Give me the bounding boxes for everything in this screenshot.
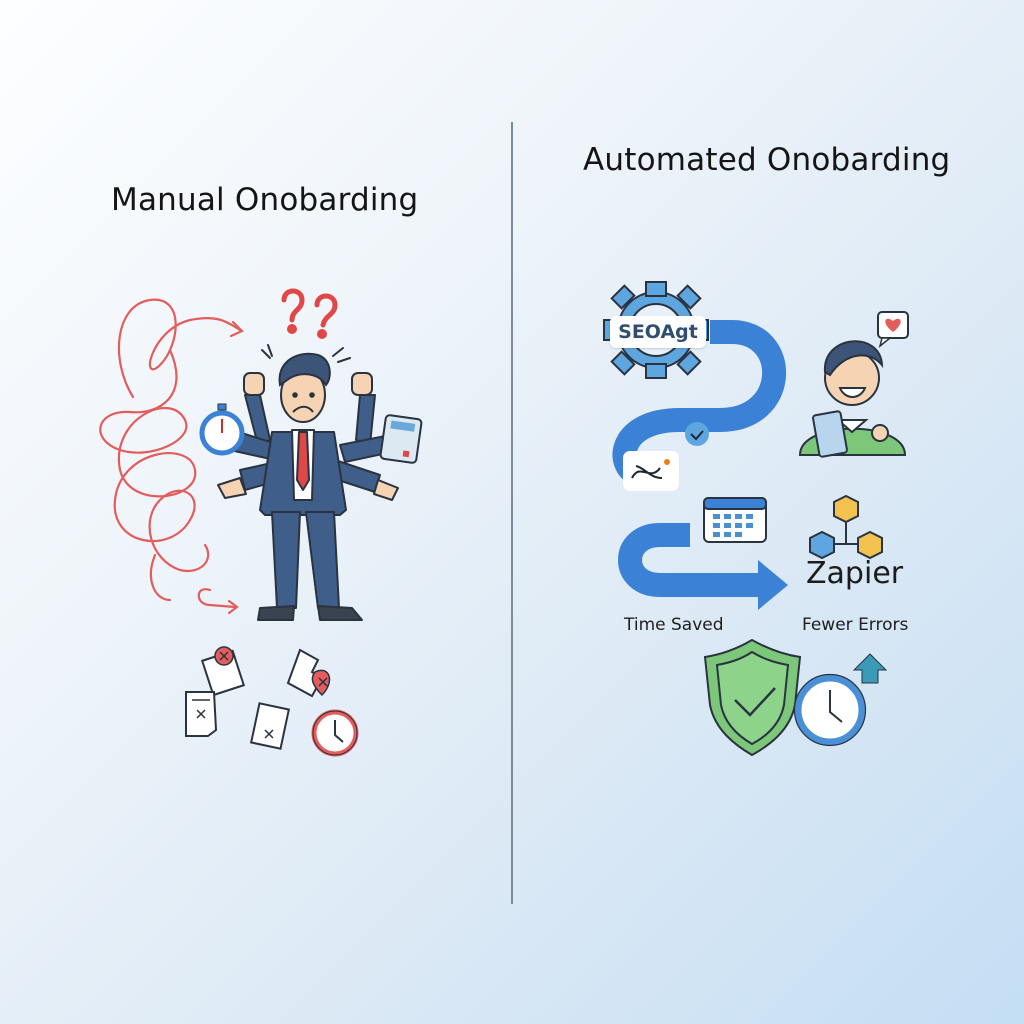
manual-onboarding-title: Manual Onobarding (111, 182, 419, 218)
up-arrow-icon (852, 653, 888, 684)
zapier-label: Zapier (806, 556, 904, 591)
rejected-document-icon (200, 646, 246, 697)
calendar-icon (703, 497, 767, 543)
connected-cubes-icon (809, 494, 883, 560)
tangled-arrow-icon (99, 298, 244, 615)
failed-form-icon (185, 691, 218, 737)
heart-bubble-icon (877, 311, 909, 348)
stopwatch-icon (199, 403, 245, 456)
seoagt-badge: SEOAgt (610, 316, 706, 348)
happy-user-illustration (798, 340, 907, 458)
divider (511, 122, 513, 904)
crossed-document-icon (249, 702, 291, 750)
shield-check-icon (703, 638, 802, 757)
alarm-clock-icon (311, 709, 359, 757)
integration-logo-icon (623, 451, 679, 491)
question-mark-icon (281, 288, 338, 339)
fewer-errors-label: Fewer Errors (802, 615, 909, 635)
torn-document-icon (286, 648, 331, 698)
calculator-icon (379, 414, 423, 464)
clock-icon (793, 673, 867, 747)
arrow-head (758, 560, 788, 610)
time-saved-label: Time Saved (624, 615, 724, 635)
check-icon (685, 422, 709, 446)
automated-onboarding-title: Automated Onobarding (583, 142, 951, 178)
